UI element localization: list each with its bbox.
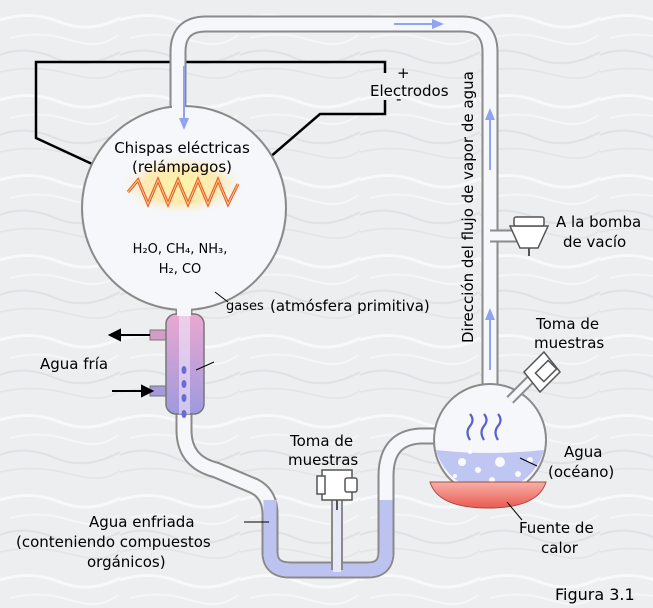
water-label-line1: Agua: [564, 443, 602, 461]
flask-bottom-neck: [177, 302, 191, 316]
sampling-mid-line2: muestras: [288, 451, 358, 469]
mid-sampling-valve: [316, 469, 358, 510]
sampling-right-line2: muestras: [534, 334, 604, 352]
water-label-line2: (océano): [548, 463, 614, 481]
cold-water-arrows: [107, 328, 155, 398]
sparks-label-line1: Chispas eléctricas: [114, 139, 250, 157]
sampling-mid-line1: Toma de: [289, 432, 353, 450]
electrode-minus: -: [396, 90, 401, 108]
flask-neck: [172, 104, 185, 134]
sparks-label-line2: (relámpagos): [132, 158, 232, 176]
vacuum-label-line2: de vacío: [563, 233, 626, 251]
cooled-water-line3: orgánicos): [87, 553, 166, 571]
spark-zigzag-highlight: [127, 178, 239, 206]
heat-label-line1: Fuente de: [519, 519, 594, 537]
ocean-flask: [433, 383, 547, 497]
cooled-water-line2: (conteniendo compuestos: [16, 533, 211, 551]
heater: [429, 481, 547, 509]
cooled-water-liquid: [263, 500, 393, 577]
condenser: [149, 313, 205, 418]
chemicals-line1: H₂O, CH₄, NH₃,: [133, 242, 228, 257]
vacuum-label-line1: A la bomba: [556, 213, 641, 231]
right-sampling-valve: [506, 350, 562, 404]
cold-water-label: Agua fría: [40, 355, 108, 373]
atmosphere-flask: [81, 105, 287, 311]
flow-arrows: [179, 19, 495, 370]
figure-caption: Figura 3.1: [555, 585, 635, 604]
sampling-right-line1: Toma de: [535, 315, 599, 333]
steam-squiggles: [466, 413, 502, 441]
flow-direction-label: Dirección del flujo de vapor de agua: [459, 71, 477, 343]
electrodes-label: Electrodos: [370, 82, 449, 100]
leader-lines: [195, 291, 538, 523]
cooled-water-line1: Agua enfriada: [89, 513, 195, 531]
electrode-plus: +: [397, 64, 410, 82]
vapor-tube-inner: [171, 17, 497, 392]
heat-label-line2: calor: [541, 539, 579, 557]
gases-label: gases: [226, 299, 264, 314]
atmosphere-label: (atmósfera primitiva): [270, 297, 430, 315]
vacuum-valve: [508, 216, 550, 256]
chemicals-line2: H₂, CO: [159, 262, 202, 277]
